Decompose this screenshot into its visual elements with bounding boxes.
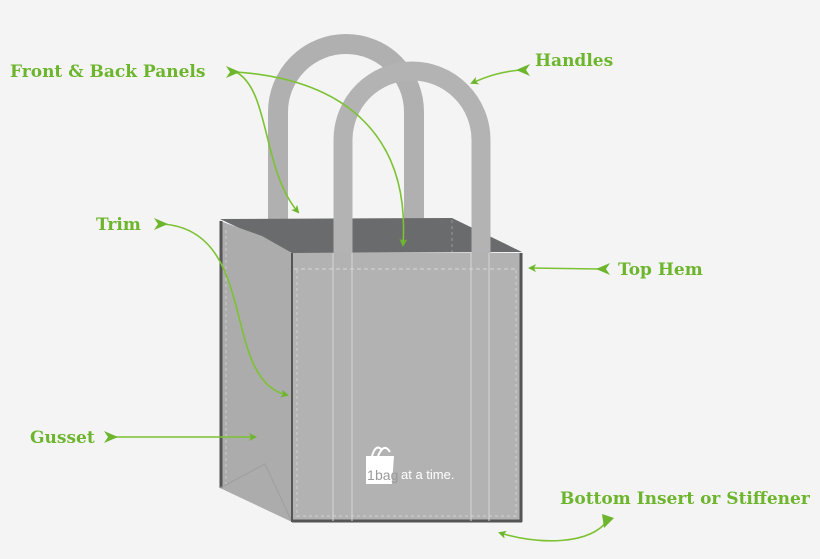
label-top-hem: Top Hem: [618, 260, 703, 280]
brand-logo: 1 bag at a time.: [366, 446, 454, 484]
arrow-bottom-insert: [498, 519, 609, 542]
label-trim: Trim: [96, 215, 141, 235]
bag-logo-icon: [366, 456, 394, 484]
front-handle: [332, 61, 491, 521]
bag-interior: [220, 218, 522, 253]
arrow-top-hem: [528, 264, 601, 273]
logo-tagline: at a time.: [401, 467, 454, 482]
back-handle: [268, 34, 424, 222]
label-gusset: Gusset: [30, 428, 95, 448]
arrow-front-panel: [235, 71, 300, 214]
arrow-tails: [104, 64, 614, 528]
arrow-handles: [470, 69, 521, 85]
arrow-trim: [161, 223, 289, 398]
gusset-panel: [220, 221, 292, 522]
callout-arrows: [112, 69, 609, 542]
logo-number: 1: [367, 467, 375, 483]
arrow-back-panel: [235, 71, 408, 247]
label-front-back-panels: Front & Back Panels: [10, 62, 205, 82]
logo-word: bag: [375, 467, 398, 483]
label-bottom-insert: Bottom Insert or Stiffener: [560, 489, 811, 509]
label-handles: Handles: [535, 51, 613, 71]
front-panel: [292, 253, 522, 522]
